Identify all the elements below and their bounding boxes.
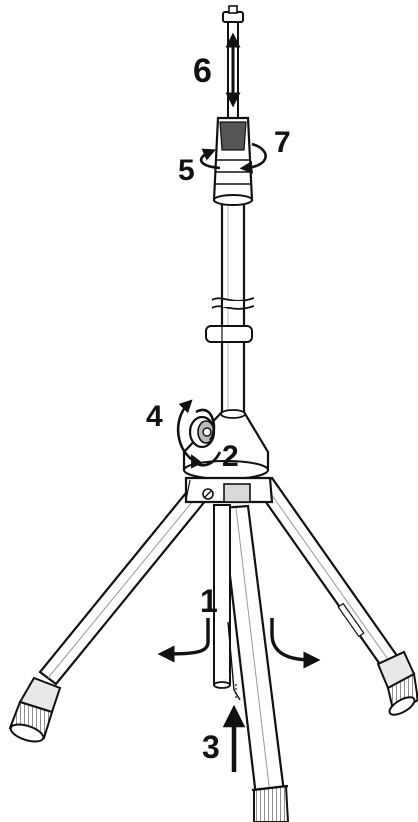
height-adjust-collar[interactable]	[212, 116, 254, 206]
right-leg	[254, 476, 418, 716]
arrow-3-up	[222, 621, 246, 772]
column-clip	[205, 325, 253, 343]
left-leg	[8, 486, 208, 743]
arrow-5-7-rotate	[199, 142, 267, 174]
callout-1: 1	[200, 583, 218, 619]
callout-6: 6	[193, 52, 212, 90]
front-leg	[220, 504, 290, 822]
arrow-1-left-fold	[157, 618, 210, 663]
callout-7: 7	[274, 126, 291, 159]
callout-5: 5	[178, 154, 195, 187]
center-column-upper	[205, 193, 255, 422]
callout-2: 2	[222, 440, 239, 473]
left-leg-foot	[8, 676, 62, 743]
lock-knob[interactable]	[188, 415, 216, 449]
arrow-4-2-rotate	[176, 399, 222, 469]
front-leg-foot	[251, 784, 290, 822]
arrow-1-right-fold	[270, 618, 321, 669]
right-leg-foot	[376, 650, 418, 716]
callout-4: 4	[146, 400, 163, 433]
callout-3: 3	[202, 729, 220, 765]
center-column-lower	[213, 504, 231, 689]
